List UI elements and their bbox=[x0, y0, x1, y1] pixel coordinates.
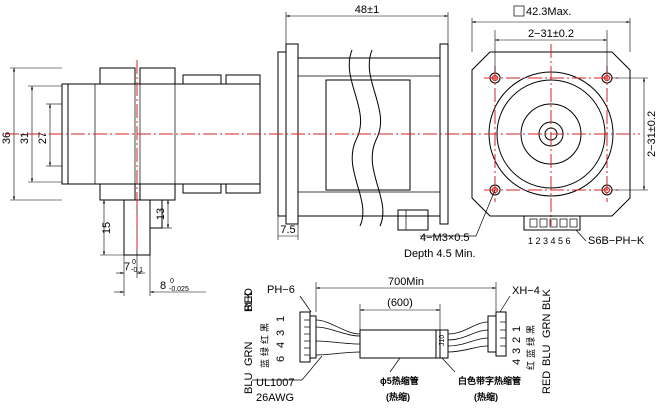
left-color-top: BLK bbox=[243, 291, 255, 312]
left-pin-4: 4 bbox=[275, 342, 287, 348]
left-color-grn: GRN bbox=[243, 342, 255, 367]
dim-shaft-flat-tol-top: 0 bbox=[132, 259, 136, 266]
left-connector bbox=[299, 311, 311, 363]
left-pin-1: 1 bbox=[275, 316, 287, 322]
hole-depth: Depth 4.5 Min. bbox=[404, 248, 476, 260]
right-pin-2: 2 bbox=[511, 337, 523, 343]
right-color-blk: BLK bbox=[541, 289, 553, 310]
total-length: 700Min bbox=[388, 276, 424, 288]
connector-part: S6B−PH−K bbox=[588, 235, 645, 247]
tube-label: ϕ5热缩管 bbox=[380, 375, 419, 386]
dim-height-outer: 36 bbox=[1, 132, 13, 144]
dim-shaft-dia: 8 bbox=[160, 280, 166, 292]
front-view: 42.3Max. 2−31±0.2 2−31±0.2 1 2 3 4 5 6 S… bbox=[404, 5, 658, 260]
right-chinese-blue: 蓝 bbox=[525, 349, 536, 358]
wiring-diagram: PH−6 BLK RED BLU GRN 黑 红 绿 蓝 1 3 4 6 J10 bbox=[243, 276, 553, 404]
dim-shaft-flat-tol: -0.1 bbox=[131, 267, 143, 274]
hole-callout: 4−M3×0.5 bbox=[420, 232, 470, 244]
sleeve-sub: (热缩) bbox=[474, 391, 498, 402]
left-color-bottom: BLU bbox=[243, 373, 255, 394]
right-pin-3: 3 bbox=[511, 348, 523, 354]
left-chinese-black: 黑 bbox=[260, 323, 270, 332]
dim-height-inner: 31 bbox=[19, 132, 31, 144]
heat-shrink-tube bbox=[359, 329, 441, 359]
right-chinese-green: 绿 bbox=[525, 337, 536, 346]
left-chinese-green: 绿 bbox=[259, 347, 270, 356]
side-view: 36 31 27 15 13 7 0 -0 bbox=[1, 4, 460, 296]
dim-square: 42.3Max. bbox=[526, 6, 571, 18]
dim-hole-spacing-h: 2−31±0.2 bbox=[528, 28, 574, 40]
right-color-red: RED bbox=[541, 371, 553, 394]
dim-length: 48±1 bbox=[355, 4, 379, 16]
dim-flange: 7.5 bbox=[280, 224, 295, 236]
sleeve-text: J10 bbox=[439, 335, 446, 346]
motor-connector bbox=[523, 215, 581, 231]
right-connector bbox=[495, 311, 507, 357]
left-pin-3: 3 bbox=[275, 330, 287, 336]
left-chinese-blue: 蓝 bbox=[259, 359, 270, 368]
dim-shaft-length: 15 bbox=[101, 222, 113, 234]
dim-hole-spacing-v: 2−31±0.2 bbox=[646, 111, 658, 157]
sleeve-label: 白色带字热缩管 bbox=[458, 375, 521, 386]
left-pin-6: 6 bbox=[275, 356, 287, 362]
dim-shaft-dia-tol: -0.025 bbox=[169, 286, 189, 293]
tube-sub: (热缩) bbox=[386, 391, 410, 402]
dim-shaft-flat-width: 7 bbox=[124, 261, 130, 273]
dim-shaft-dia-tol-top: 0 bbox=[170, 278, 174, 285]
right-chinese-red: 红 bbox=[525, 361, 536, 370]
right-color-grn: GRN bbox=[541, 314, 553, 339]
right-pin-4: 4 bbox=[511, 359, 523, 365]
cable-gauge: 26AWG bbox=[256, 392, 294, 404]
left-color-red: RED bbox=[243, 288, 255, 311]
right-color-blu: BLU bbox=[541, 345, 553, 366]
connector-pins: 1 2 3 4 5 6 bbox=[528, 236, 571, 246]
left-connector-label: PH−6 bbox=[267, 284, 295, 296]
right-connector-label: XH−4 bbox=[512, 285, 540, 297]
cable-spec: UL1007 bbox=[256, 377, 295, 389]
right-chinese-black: 黑 bbox=[526, 325, 536, 334]
dim-shaft-flat: 13 bbox=[155, 208, 167, 220]
dim-height-core: 27 bbox=[37, 132, 49, 144]
right-pin-1: 1 bbox=[511, 326, 523, 332]
left-chinese-red: 红 bbox=[259, 335, 270, 344]
inner-length: (600) bbox=[387, 297, 413, 309]
